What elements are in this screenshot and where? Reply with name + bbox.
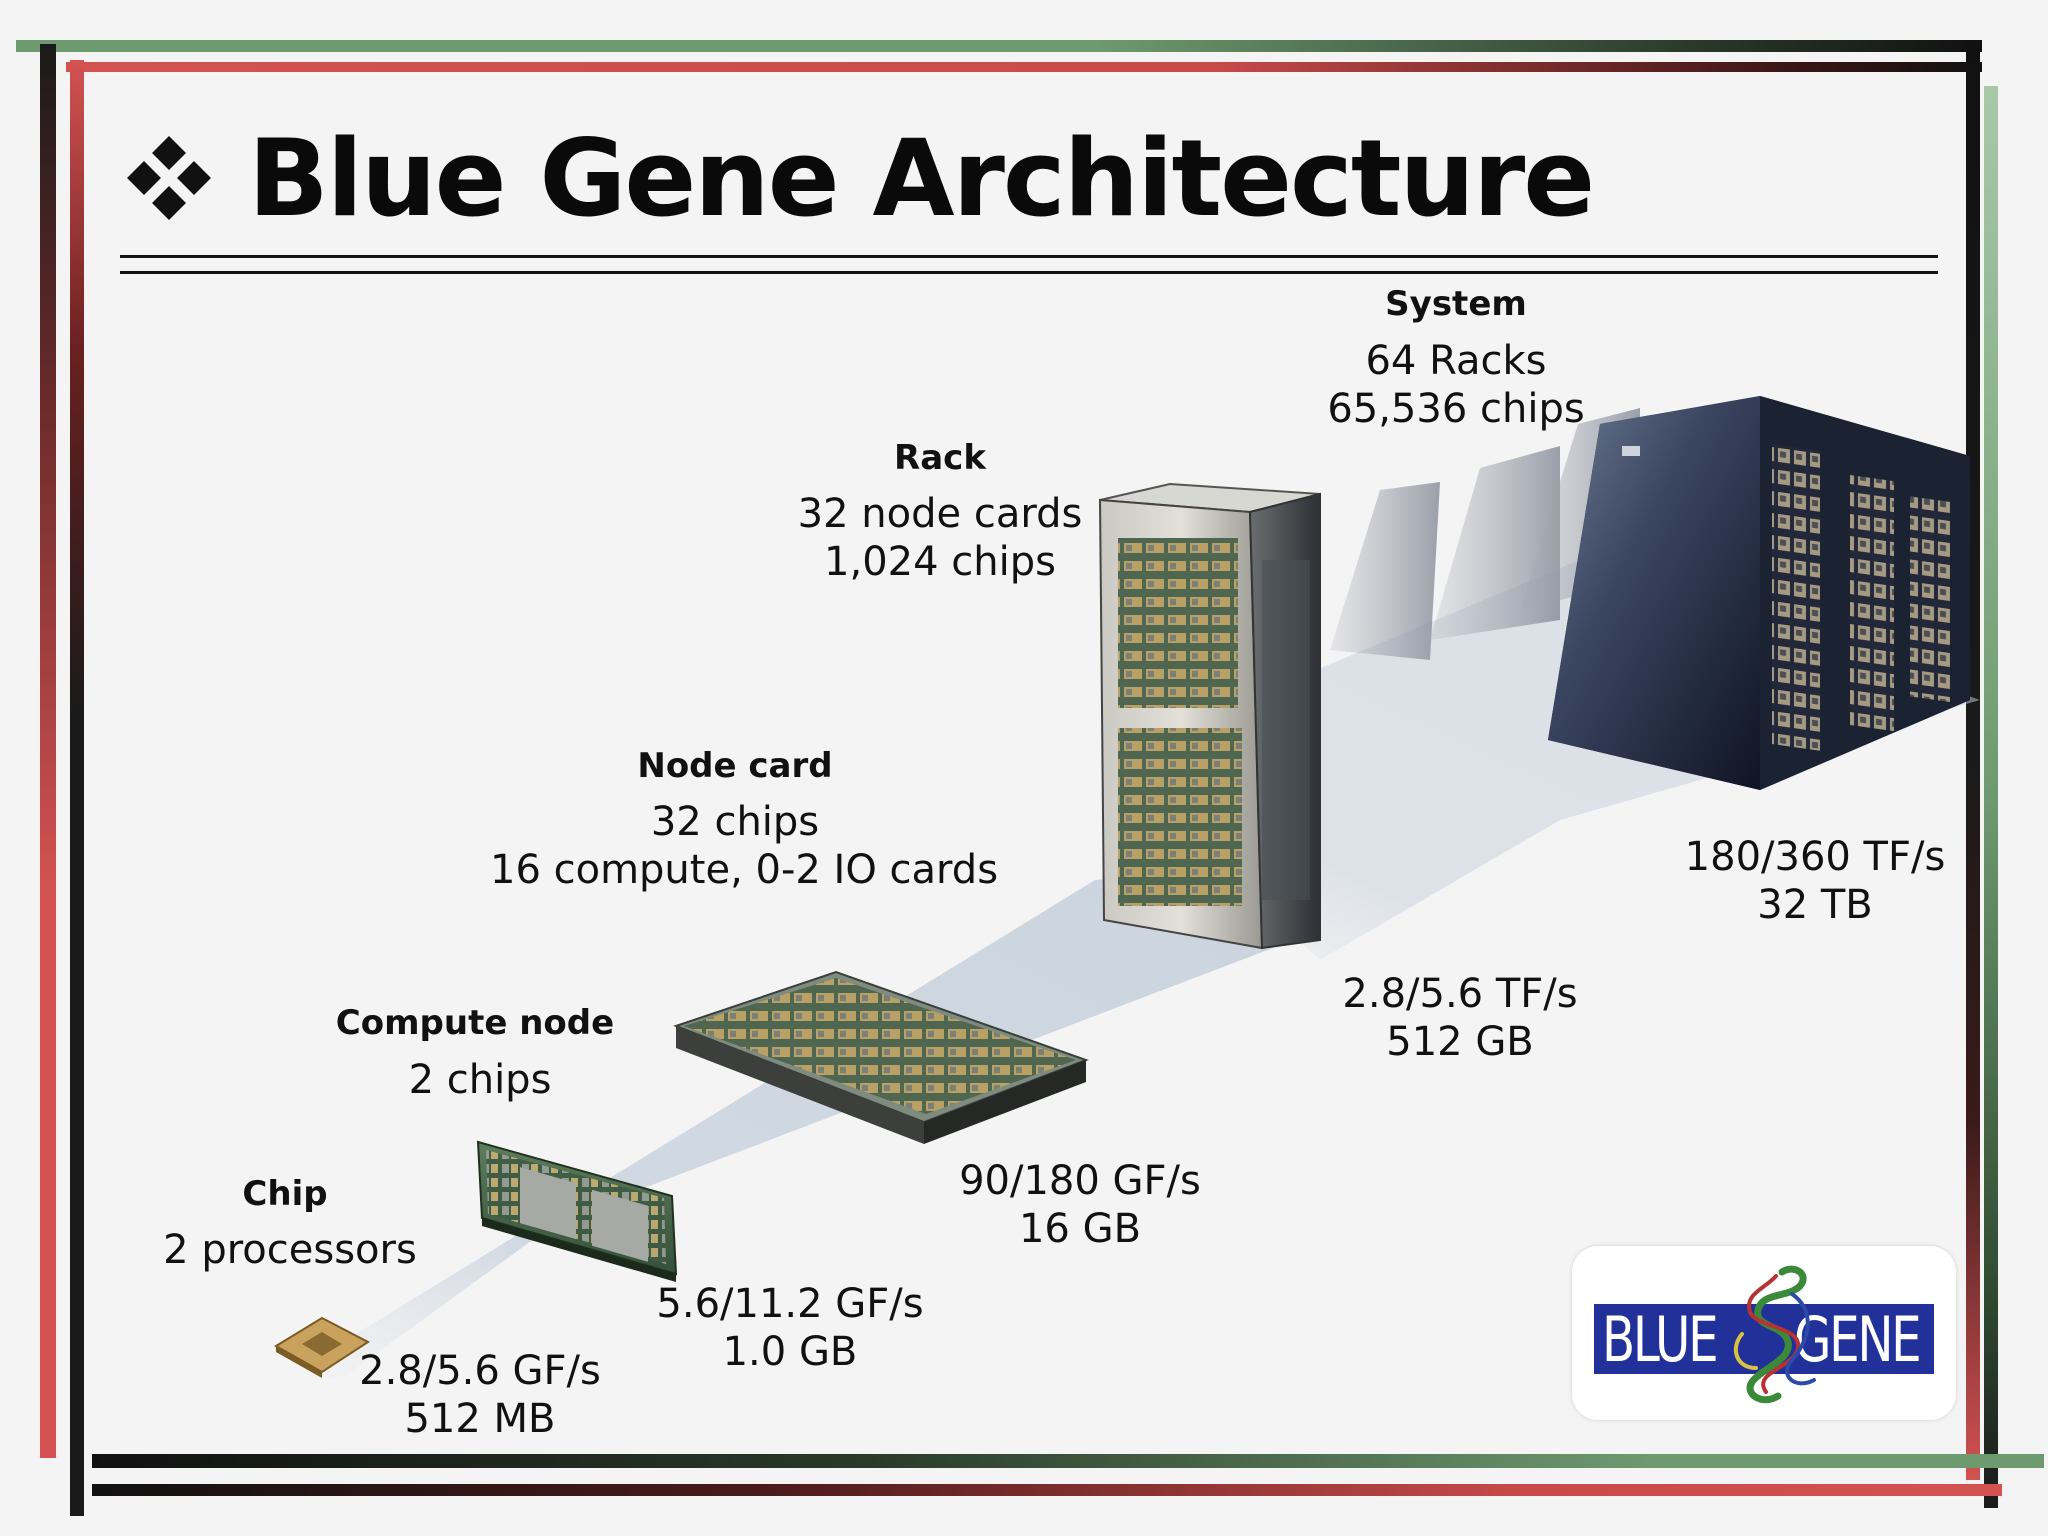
compute-node-desc: 2 chips xyxy=(380,1056,580,1104)
system-desc: 64 Racks 65,536 chips xyxy=(1306,337,1606,433)
title-rule-upper xyxy=(120,255,1938,258)
compute-node-desc-line: 2 chips xyxy=(408,1057,552,1103)
logo-word-gene: GENE xyxy=(1794,1303,1922,1376)
node-card-desc: 32 chips 16 compute, 0-2 IO cards xyxy=(490,798,999,894)
chip-perf-memory: 512 MB xyxy=(404,1396,556,1442)
frame-top-red-bar xyxy=(66,62,1982,72)
node-card-heading: Node card xyxy=(637,746,833,786)
system-desc-line-1: 64 Racks xyxy=(1365,338,1547,384)
system-perf-rate: 180/360 TF/s xyxy=(1684,834,1946,880)
rack-heading: Rack xyxy=(894,438,986,478)
rack-perf-rate: 2.8/5.6 TF/s xyxy=(1342,971,1578,1017)
system-perf: 180/360 TF/s 32 TB xyxy=(1650,833,1980,929)
frame-right-green-bar xyxy=(1984,86,1998,1508)
protein-ribbon-icon xyxy=(1733,1265,1816,1404)
blue-gene-logo: BLUE GENE xyxy=(1572,1246,1956,1420)
rack-image xyxy=(1098,482,1321,950)
frame-top-green-bar xyxy=(16,40,1982,52)
rack-desc-line-2: 1,024 chips xyxy=(824,539,1056,585)
title-rule-lower xyxy=(120,271,1938,274)
logo-banner xyxy=(1594,1304,1934,1374)
frame-right-dark-bar xyxy=(1966,40,1980,1480)
system-heading: System xyxy=(1385,284,1527,324)
scale-beam xyxy=(282,860,1320,1380)
compute-node-perf-rate: 5.6/11.2 GF/s xyxy=(656,1281,924,1327)
chip-perf-rate: 2.8/5.6 GF/s xyxy=(359,1348,601,1394)
system-cabinets-image xyxy=(1548,396,1970,790)
frame-left-dark-bar xyxy=(70,60,84,1516)
slide-title: Blue Gene Architecture xyxy=(127,116,1595,240)
node-card-desc-line-2: 16 compute, 0-2 IO cards xyxy=(490,847,999,893)
system-desc-line-2: 65,536 chips xyxy=(1327,386,1585,432)
rack-desc: 32 node cards 1,024 chips xyxy=(790,490,1090,586)
slide-title-text: Blue Gene Architecture xyxy=(248,116,1595,240)
chip-perf: 2.8/5.6 GF/s 512 MB xyxy=(355,1347,605,1443)
node-card-desc-line-1: 32 chips xyxy=(650,799,820,845)
chip-image xyxy=(274,1316,370,1378)
compute-node-heading: Compute node xyxy=(335,1003,615,1043)
rack-perf: 2.8/5.6 TF/s 512 GB xyxy=(1300,970,1620,1066)
rack-desc-line-1: 32 node cards xyxy=(797,491,1083,537)
logo-word-blue: BLUE xyxy=(1602,1303,1719,1376)
rack-perf-memory: 512 GB xyxy=(1386,1019,1534,1065)
chip-heading: Chip xyxy=(242,1174,328,1214)
frame-bottom-dark-bar xyxy=(92,1454,2044,1468)
chip-desc: 2 processors xyxy=(160,1226,420,1274)
frame-bottom-red-bar xyxy=(92,1484,2002,1496)
compute-node-image xyxy=(476,1140,678,1282)
frame-left-red-bar xyxy=(40,44,56,1458)
node-card-perf-rate: 90/180 GF/s xyxy=(959,1158,1201,1204)
compute-node-perf-memory: 1.0 GB xyxy=(722,1329,858,1375)
node-card-perf-memory: 16 GB xyxy=(1018,1206,1142,1252)
node-card-image xyxy=(673,970,1089,1144)
compute-node-perf: 5.6/11.2 GF/s 1.0 GB xyxy=(650,1280,930,1376)
system-perf-memory: 32 TB xyxy=(1757,882,1873,928)
node-card-perf: 90/180 GF/s 16 GB xyxy=(940,1157,1220,1253)
chip-desc-line: 2 processors xyxy=(163,1227,417,1273)
